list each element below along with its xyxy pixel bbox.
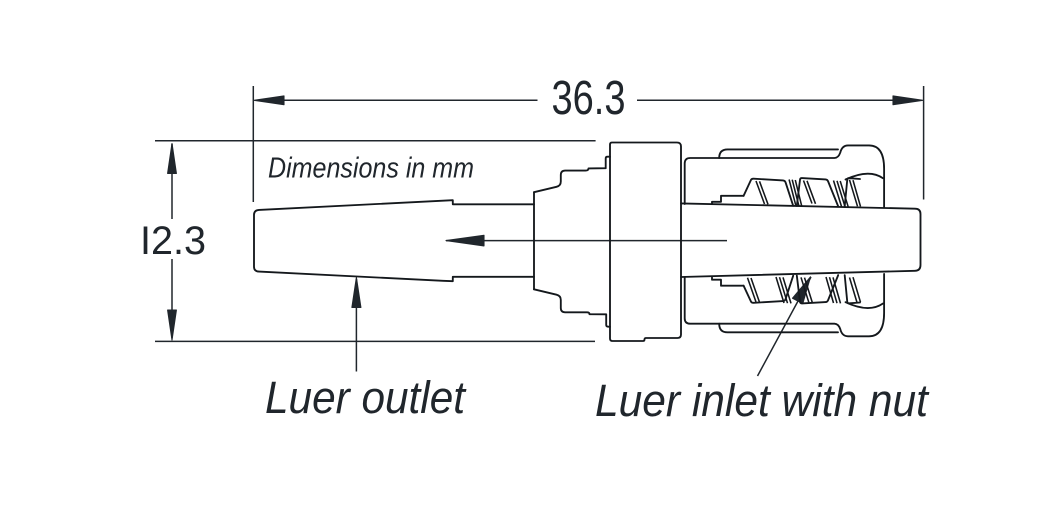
- svg-text:36.3: 36.3: [552, 72, 626, 125]
- svg-text:Dimensions in mm: Dimensions in mm: [268, 153, 474, 185]
- svg-text:I2.3: I2.3: [140, 219, 206, 263]
- svg-text:Luer outlet: Luer outlet: [265, 372, 467, 423]
- svg-text:Luer inlet with nut: Luer inlet with nut: [595, 375, 930, 426]
